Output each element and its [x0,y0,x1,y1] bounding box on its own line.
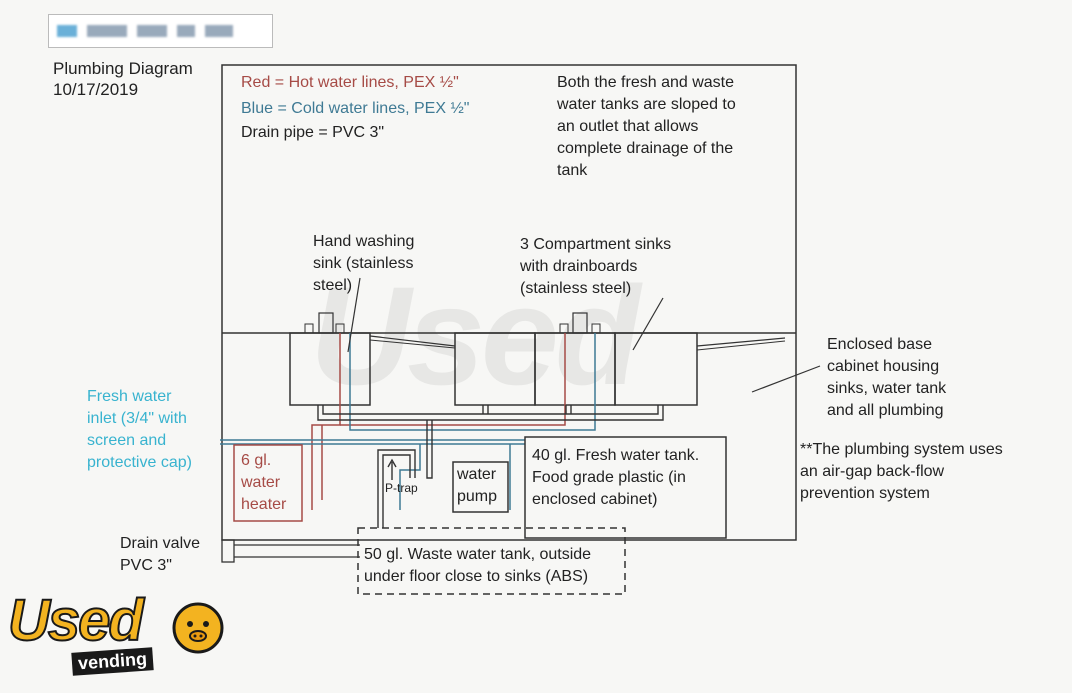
label-waste-tank: 50 gl. Waste water tank, outside under f… [364,546,592,585]
compartment-faucet [572,312,588,334]
logo-sub: vending [71,647,154,676]
label-heater: 6 gl. water heater [241,452,287,513]
legend-hot: Red = Hot water lines, PEX ½" [241,74,459,91]
watermark: Used [310,257,640,414]
pig-mascot-icon [172,602,224,654]
logo-word: Used [7,587,145,654]
water-pump [452,461,509,513]
drainboard-right [696,337,786,347]
diagram-title: Plumbing Diagram [53,59,193,78]
diagram-date: 10/17/2019 [53,80,139,99]
note-airgap: **The plumbing system uses an air-gap ba… [800,441,1003,502]
label-ptrap: P-trap [385,481,418,495]
legend-cold: Blue = Cold water lines, PEX ½" [241,100,470,117]
label-fresh-inlet: Fresh water inlet (3/4" with screen and … [87,388,192,471]
water-heater [233,444,303,522]
compartment-sink-3 [614,332,698,406]
outer-frame [221,64,797,541]
hot-water-lines [311,333,566,510]
label-pump: water pump [457,466,498,505]
hand-sink [289,332,371,406]
drain-lines [317,405,664,528]
note-tanks-sloped: Both the fresh and waste water tanks are… [557,74,736,179]
label-fresh-tank: 40 gl. Fresh water tank. Food grade plas… [532,447,700,508]
label-drain-valve: Drain valve PVC 3" [120,535,201,574]
compartment-sink-1 [454,332,536,406]
used-vending-logo: Used vending [7,586,238,686]
leader-lines [347,277,821,393]
label-compartment-sinks: 3 Compartment sinks with drainboards (st… [520,236,672,297]
drain-valve [221,539,235,563]
hand-sink-faucet [318,312,334,334]
label-base-cabinet: Enclosed base cabinet housing sinks, wat… [827,336,947,419]
redacted-header [48,14,273,48]
legend-drain: Drain pipe = PVC 3" [241,124,385,141]
compartment-sink-2 [534,332,616,406]
waste-water-tank [357,527,626,595]
label-hand-sink: Hand washing sink (stainless steel) [313,233,415,294]
drainboard-left [369,335,456,347]
